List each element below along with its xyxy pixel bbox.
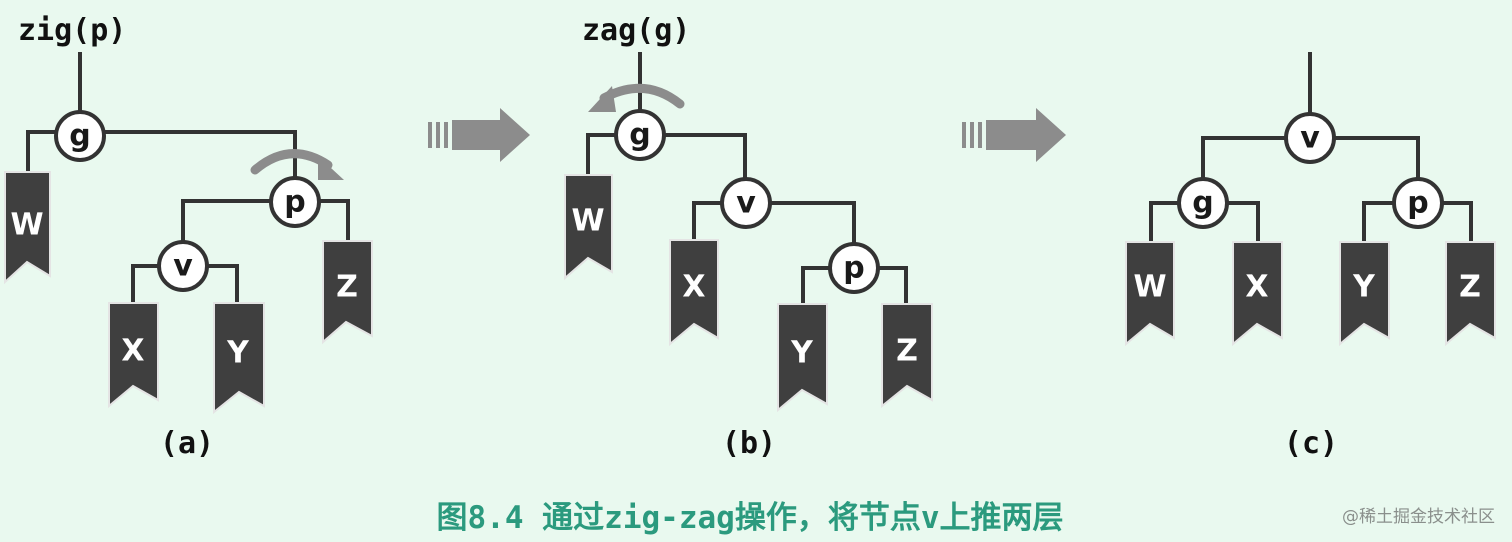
node-label-g: g	[629, 118, 650, 153]
node-v-c: v	[1284, 112, 1336, 164]
leaf-label-Z: Z	[1459, 270, 1481, 305]
edges-a	[26, 52, 350, 303]
figure-caption: 图8.4 通过zig-zag操作，将节点v上推两层	[437, 500, 1064, 536]
node-label-p: p	[843, 251, 864, 286]
node-p-b: p	[828, 242, 880, 294]
leaf-Z-c: Z	[1445, 241, 1496, 347]
leaf-label-X: X	[682, 270, 705, 305]
node-g-b: g	[614, 109, 666, 161]
panel-a: zig(p) W Z X Y	[4, 13, 373, 461]
panel-b: zag(g) W X Y Z	[564, 13, 933, 461]
rotate-counterclockwise-icon	[588, 83, 685, 112]
transition-arrow-icon	[428, 108, 530, 162]
node-v-a: v	[157, 240, 209, 292]
leaf-W-a: W	[4, 171, 51, 285]
leaf-Y-b: Y	[777, 303, 828, 413]
leaf-Y-c: Y	[1339, 241, 1390, 347]
operation-label-zig-p: zig(p)	[18, 13, 126, 48]
node-label-g: g	[69, 119, 90, 154]
leaf-label-Y: Y	[226, 336, 250, 371]
operation-label-zag-g: zag(g)	[582, 13, 690, 48]
panel-label-a: (a)	[160, 426, 214, 461]
leaf-Z-a: Z	[322, 240, 373, 345]
edges-c	[1149, 52, 1473, 242]
panel-c: W X Y Z v g p (c)	[1125, 52, 1496, 461]
node-label-v: v	[1300, 121, 1320, 156]
leaf-label-Z: Z	[336, 270, 358, 305]
panel-label-c: (c)	[1284, 426, 1338, 461]
leaf-X-a: X	[108, 302, 159, 409]
node-p-c: p	[1392, 177, 1444, 229]
node-g-c: g	[1177, 177, 1229, 229]
leaf-X-c: X	[1232, 241, 1283, 347]
leaf-label-Y: Y	[790, 336, 814, 371]
leaf-X-b: X	[669, 239, 719, 347]
leaf-Y-a: Y	[213, 302, 265, 415]
leaf-label-Y: Y	[1352, 270, 1376, 305]
node-g-a: g	[54, 110, 106, 162]
edges-b	[586, 52, 908, 304]
leaf-W-c: W	[1125, 241, 1175, 347]
leaf-label-Z: Z	[896, 334, 918, 369]
node-label-g: g	[1192, 186, 1213, 221]
transition-arrow-icon	[962, 108, 1066, 162]
leaf-W-b: W	[564, 174, 613, 281]
leaf-label-X: X	[1245, 270, 1268, 305]
node-label-p: p	[284, 185, 305, 220]
node-label-v: v	[173, 249, 193, 284]
leaf-label-W: W	[571, 204, 604, 239]
watermark: @稀土掘金技术社区	[1342, 507, 1495, 527]
node-v-b: v	[720, 177, 772, 229]
leaf-Z-b: Z	[881, 303, 933, 409]
node-label-v: v	[736, 186, 756, 221]
node-p-a: p	[269, 176, 321, 228]
leaf-label-W: W	[1133, 270, 1166, 305]
leaf-label-X: X	[121, 334, 144, 369]
panel-label-b: (b)	[722, 426, 776, 461]
rotate-clockwise-icon	[250, 149, 344, 180]
leaf-label-W: W	[10, 208, 43, 243]
node-label-p: p	[1407, 186, 1428, 221]
